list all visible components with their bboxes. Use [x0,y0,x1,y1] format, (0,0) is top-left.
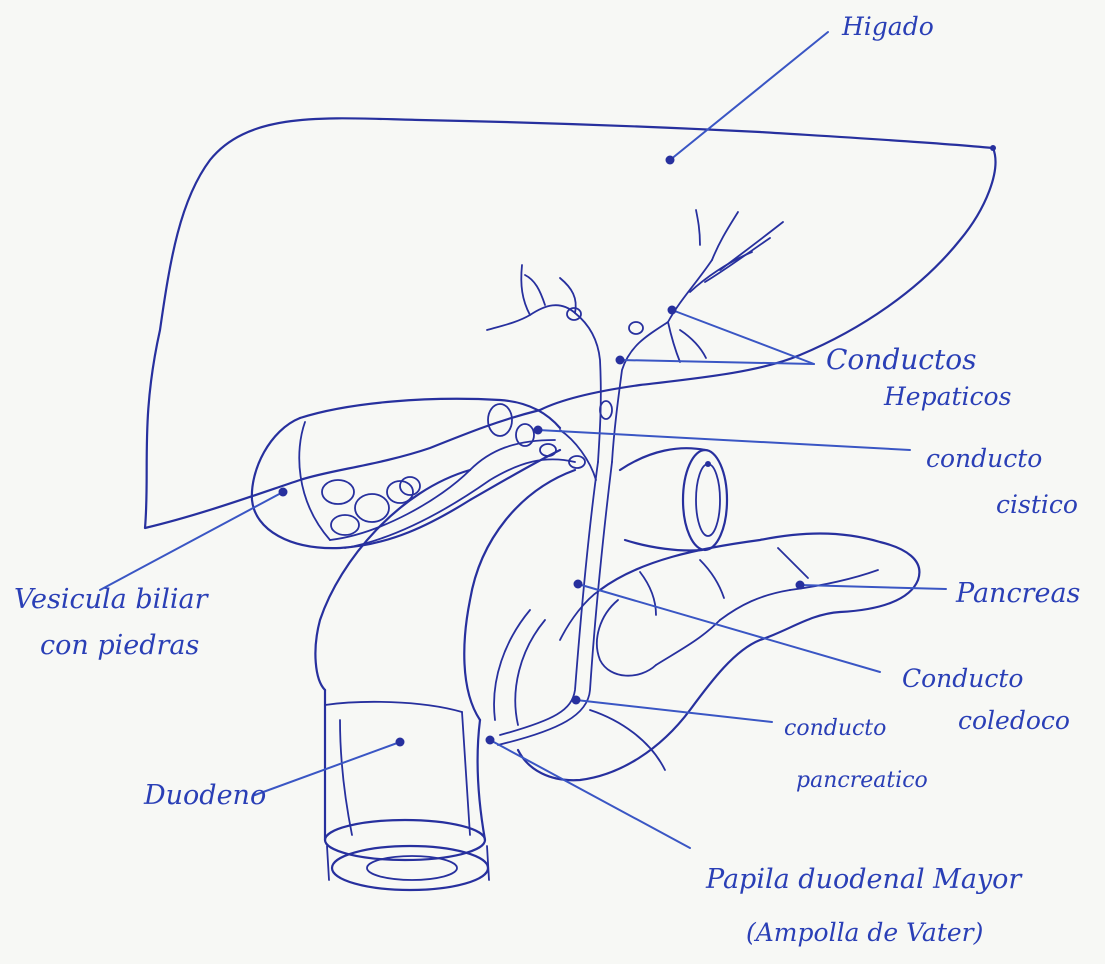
label-conducto-cistico-line2: cistico [996,492,1078,517]
label-higado: Higado [842,14,934,39]
label-papila-line2: (Ampolla de Vater) [746,920,983,945]
label-conducto-pancreatico-line1: conducto [784,718,886,740]
liver-outline [145,118,995,528]
label-conducto-pancreatico-line2: pancreatico [796,770,928,792]
label-coledoco-line2: coledoco [958,708,1070,733]
label-vesicula-line1: Vesicula biliar [14,586,208,613]
pointer-dots [279,145,997,747]
pancreas [494,534,919,781]
gallbladder [252,399,612,548]
label-duodeno: Duodeno [144,782,266,809]
label-pancreas: Pancreas [956,580,1080,607]
label-conductos-hepaticos-line1: Conductos [826,346,976,374]
label-coledoco-line1: Conducto [902,666,1023,691]
label-conductos-hepaticos-line2: Hepaticos [884,384,1011,409]
label-conducto-cistico-line1: conducto [926,446,1042,471]
label-papila-line1: Papila duodenal Mayor [706,866,1021,893]
label-vesicula-line2: con piedras [40,632,199,659]
